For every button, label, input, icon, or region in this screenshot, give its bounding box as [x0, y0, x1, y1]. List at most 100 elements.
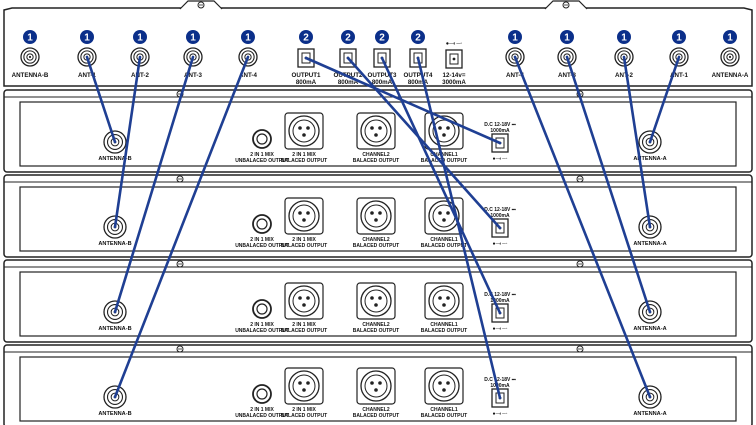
output-current-label: 800mA — [372, 79, 393, 86]
step-badge-icon: 1 — [241, 30, 255, 44]
coax-cable — [346, 56, 502, 230]
dc-voltage-label: D.C 12-18V ⎓ — [484, 207, 516, 213]
xlr-pin — [446, 381, 450, 385]
xlr-pin — [298, 211, 302, 215]
xlr-pin — [446, 211, 450, 215]
xlr-pin — [298, 296, 302, 300]
jack-inner — [256, 133, 268, 145]
xlr-pin — [374, 218, 378, 222]
coax-cable — [416, 56, 502, 400]
xlr-pin — [442, 303, 446, 307]
channel1-output-label: CHANNEL1 — [430, 407, 457, 413]
ant-in-label: ANT-4 — [506, 72, 524, 79]
dc-current-label: 1000mA — [490, 128, 510, 134]
xlr-pin — [370, 126, 374, 130]
channel1-output-label: BALACED OUTPUT — [421, 328, 467, 334]
antenna-splitter-panel: 1ANTENNA-B1ANT-11ANT-21ANT-31ANT-42OUTPU… — [3, 0, 753, 87]
badge-circle — [723, 30, 737, 44]
channel1-output-label: CHANNEL1 — [430, 322, 457, 328]
dc-current-label: 1000mA — [490, 298, 510, 304]
coax-cable — [85, 55, 117, 144]
ant-in-label: ANT-3 — [184, 72, 202, 79]
jack-inner — [256, 218, 268, 230]
coax-cable — [380, 56, 502, 315]
output-current-label: 800mA — [296, 79, 317, 86]
dc-voltage-label: D.C 12-18V ⎓ — [484, 377, 516, 383]
badge-number: 1 — [190, 33, 196, 44]
ant-in-label: ANT-3 — [558, 72, 576, 79]
step-badge-icon: 1 — [508, 30, 522, 44]
xlr-connector-icon — [424, 282, 464, 320]
antenna-b-out-connector-icon — [20, 47, 40, 67]
unbalanced-output-label: 2 IN 1 MIX — [250, 407, 274, 413]
badge-number: 2 — [345, 33, 351, 44]
xlr-pin — [302, 218, 306, 222]
coax-cable — [565, 55, 652, 314]
antenna-a-out-connector-icon — [720, 47, 740, 67]
unbalanced-output-label: 2 IN 1 MIX — [250, 152, 274, 158]
channel2-output-label: BALACED OUTPUT — [353, 243, 399, 249]
step-badge-icon: 1 — [186, 30, 200, 44]
badge-number: 1 — [564, 33, 570, 44]
step-badge-icon: 1 — [723, 30, 737, 44]
xlr-connector-icon — [284, 197, 324, 235]
dc-jack-icon — [445, 49, 463, 69]
dc-voltage-label: D.C 12-18V ⎓ — [484, 122, 516, 128]
receiver-antenna-b-label: ANTENNA-B — [98, 241, 131, 247]
badge-circle — [375, 30, 389, 44]
polarity-symbol-icon: ●─◐─◦ — [493, 326, 508, 332]
badge-circle — [23, 30, 37, 44]
power-input: ●─◐─◦12-14v=3000mA — [442, 41, 466, 86]
dc-current-label: 1000mA — [490, 383, 510, 389]
badge-circle — [508, 30, 522, 44]
xlr-inner — [364, 289, 388, 313]
step-badge-icon: 1 — [560, 30, 574, 44]
unbalanced-output-label: UNBALACED OUTPUT — [235, 243, 289, 249]
ant-in-label: ANT-2 — [615, 72, 633, 79]
power-current-label: 3000mA — [442, 79, 466, 86]
xlr-pin — [378, 381, 382, 385]
mix-output-label: 2 IN 1 MIX — [292, 407, 316, 413]
polarity-symbol-icon: ●─◐─◦ — [446, 41, 462, 47]
channel2-output-label: CHANNEL2 — [362, 152, 389, 158]
badge-number: 2 — [303, 33, 309, 44]
step-badge-icon: 1 — [672, 30, 686, 44]
badge-number: 1 — [621, 33, 627, 44]
channel2-output-label: BALACED OUTPUT — [353, 158, 399, 164]
xlr-pin — [306, 381, 310, 385]
dc-current-label: 1000mA — [490, 213, 510, 219]
badge-circle — [617, 30, 631, 44]
badge-number: 1 — [137, 33, 143, 44]
xlr-pin — [438, 211, 442, 215]
ant-in-connector-icon — [669, 47, 689, 67]
step-badge-icon: 1 — [80, 30, 94, 44]
xlr-inner — [364, 119, 388, 143]
xlr-pin — [302, 133, 306, 137]
xlr-inner — [432, 374, 456, 398]
quarter-inch-jack-icon — [252, 214, 272, 234]
mix-output-label: BALACED OUTPUT — [281, 413, 327, 419]
xlr-pin — [370, 211, 374, 215]
quarter-inch-jack-icon — [252, 384, 272, 404]
xlr-pin — [298, 381, 302, 385]
xlr-pin — [446, 126, 450, 130]
xlr-pin — [374, 388, 378, 392]
badge-circle — [341, 30, 355, 44]
xlr-connector-icon — [424, 367, 464, 405]
receiver-antenna-a-label: ANTENNA-A — [633, 411, 666, 417]
xlr-connector-icon — [356, 197, 396, 235]
xlr-inner — [364, 204, 388, 228]
mix-output-label: BALACED OUTPUT — [281, 243, 327, 249]
jack-inner — [256, 388, 268, 400]
xlr-connector-icon — [284, 282, 324, 320]
channel2-output-label: CHANNEL2 — [362, 237, 389, 243]
xlr-pin — [306, 296, 310, 300]
receiver-antenna-b-label: ANTENNA-B — [98, 156, 131, 162]
ant-in-label: ANT-4 — [239, 72, 257, 79]
polarity-symbol-icon: ●─◐─◦ — [493, 411, 508, 417]
badge-circle — [299, 30, 313, 44]
unbalanced-output-label: UNBALACED OUTPUT — [235, 413, 289, 419]
